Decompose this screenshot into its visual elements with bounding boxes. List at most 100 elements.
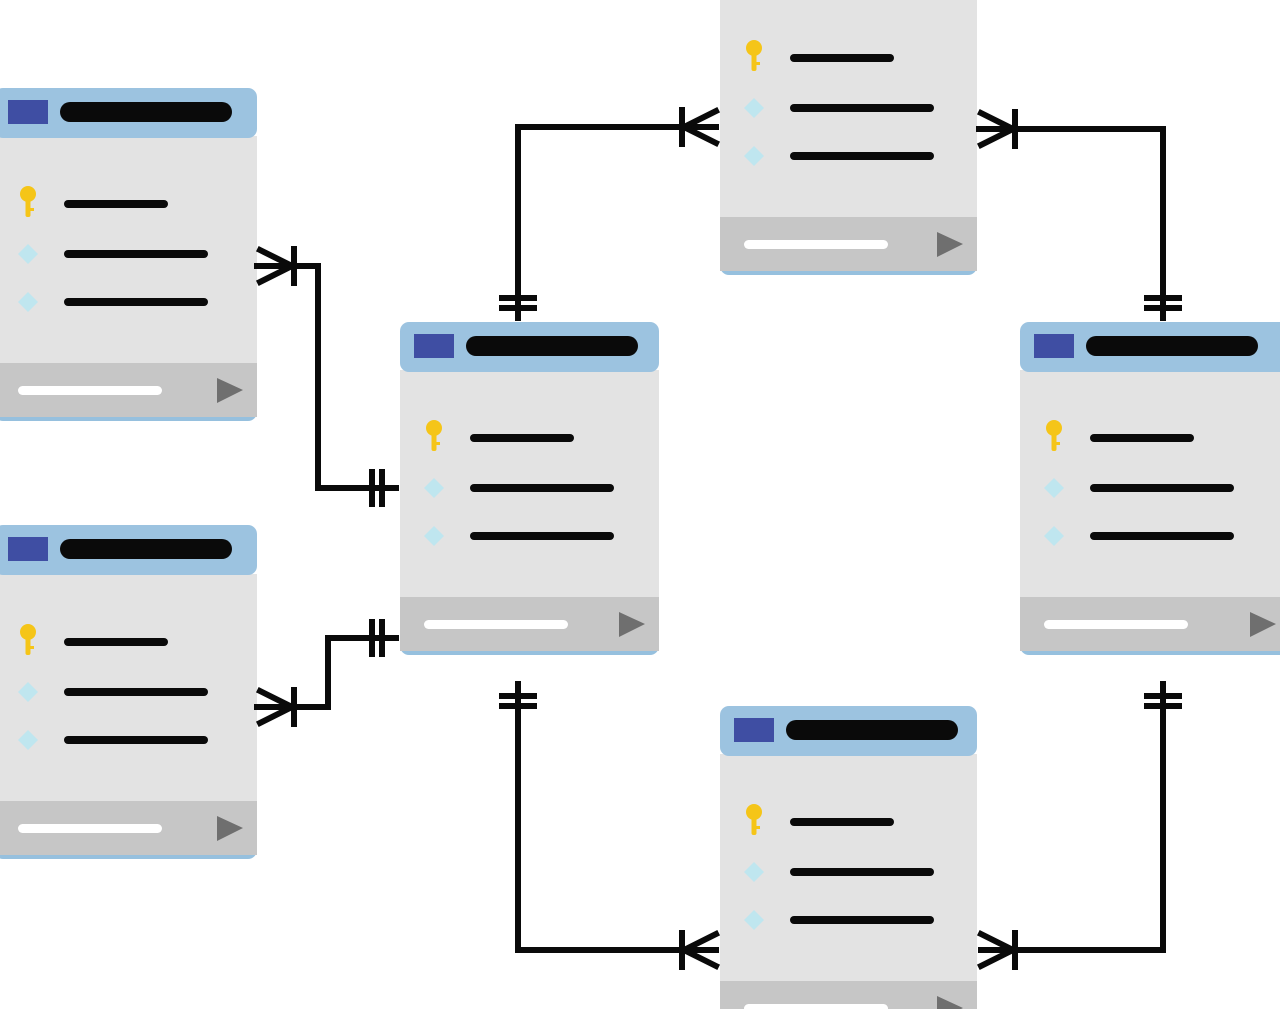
diamond-icon xyxy=(1044,478,1064,498)
field-row xyxy=(1044,526,1234,546)
field-name-line xyxy=(790,868,934,876)
mark-one-and-only-one xyxy=(369,619,385,657)
diamond-icon xyxy=(18,682,38,702)
field-name-line xyxy=(1090,532,1234,540)
diamond-icon xyxy=(424,526,444,546)
field-row xyxy=(746,40,894,71)
diamond-icon xyxy=(744,146,764,166)
field-row xyxy=(20,624,168,655)
field-name-line xyxy=(64,688,208,696)
field-row xyxy=(426,420,574,451)
diamond-icon xyxy=(744,98,764,118)
mark-one-and-only-one xyxy=(369,469,385,507)
footer-line xyxy=(744,240,888,249)
table-header xyxy=(0,88,257,138)
key-icon xyxy=(426,420,442,451)
key-icon xyxy=(746,40,762,71)
diamond-icon xyxy=(18,244,38,264)
field-name-line xyxy=(790,916,934,924)
field-row xyxy=(18,682,208,702)
table-icon xyxy=(1034,334,1074,358)
field-row xyxy=(1046,420,1194,451)
crows-foot-one-or-many xyxy=(255,245,297,287)
table-top xyxy=(720,0,977,275)
diamond-icon xyxy=(18,292,38,312)
field-row xyxy=(424,478,614,498)
table-header xyxy=(0,525,257,575)
field-row xyxy=(746,804,894,835)
table-footer xyxy=(720,981,977,1009)
table-footer xyxy=(0,363,257,417)
table-footer xyxy=(0,801,257,855)
field-row xyxy=(424,526,614,546)
key-icon xyxy=(20,624,36,655)
play-arrow-icon xyxy=(217,378,243,403)
field-row xyxy=(744,910,934,930)
field-row xyxy=(20,186,168,217)
field-row xyxy=(744,862,934,882)
table-footer xyxy=(1020,597,1280,651)
key-icon xyxy=(1046,420,1062,451)
connector-right-bottom xyxy=(978,681,1166,953)
table-title-bar xyxy=(60,539,232,559)
table-icon xyxy=(8,537,48,561)
diamond-icon xyxy=(18,730,38,750)
table-right xyxy=(1020,322,1280,655)
connector-lefttop-center xyxy=(254,263,399,491)
connector-center-bottom xyxy=(515,681,719,953)
field-name-line xyxy=(790,818,894,826)
crows-foot-one-or-many xyxy=(679,929,721,971)
play-arrow-icon xyxy=(937,996,963,1009)
field-name-line xyxy=(790,104,934,112)
crows-foot-one-or-many xyxy=(255,686,297,728)
table-icon xyxy=(414,334,454,358)
play-arrow-icon xyxy=(1250,612,1276,637)
table-center xyxy=(400,322,659,655)
mark-one-and-only-one xyxy=(1144,693,1182,709)
connectors xyxy=(254,106,1182,971)
footer-line xyxy=(18,824,162,833)
table-left-bottom xyxy=(0,525,257,859)
field-name-line xyxy=(64,298,208,306)
mark-one-and-only-one xyxy=(499,693,537,709)
table-footer xyxy=(720,217,977,271)
field-row xyxy=(18,292,208,312)
crows-foot-one-or-many xyxy=(679,106,721,148)
field-name-line xyxy=(1090,434,1194,442)
field-name-line xyxy=(790,54,894,62)
field-name-line xyxy=(64,638,168,646)
diamond-icon xyxy=(424,478,444,498)
field-name-line xyxy=(64,736,208,744)
footer-line xyxy=(744,1004,888,1009)
field-row xyxy=(18,244,208,264)
table-header xyxy=(720,706,977,756)
field-name-line xyxy=(470,532,614,540)
diamond-icon xyxy=(1044,526,1064,546)
crows-foot-one-or-many xyxy=(976,108,1018,150)
table-icon xyxy=(8,100,48,124)
play-arrow-icon xyxy=(937,232,963,257)
field-name-line xyxy=(64,200,168,208)
mark-one-and-only-one xyxy=(499,295,537,311)
mark-one-and-only-one xyxy=(1144,295,1182,311)
table-footer xyxy=(400,597,659,651)
field-name-line xyxy=(790,152,934,160)
field-row xyxy=(744,146,934,166)
connector-center-top xyxy=(515,124,719,321)
field-row xyxy=(18,730,208,750)
table-header xyxy=(400,322,659,372)
field-name-line xyxy=(470,434,574,442)
field-name-line xyxy=(64,250,208,258)
table-bottom xyxy=(720,706,977,1009)
table-title-bar xyxy=(60,102,232,122)
footer-line xyxy=(1044,620,1188,629)
key-icon xyxy=(746,804,762,835)
footer-line xyxy=(18,386,162,395)
footer-line xyxy=(424,620,568,629)
diamond-icon xyxy=(744,862,764,882)
field-row xyxy=(744,98,934,118)
table-title-bar xyxy=(1086,336,1258,356)
table-icon xyxy=(734,718,774,742)
